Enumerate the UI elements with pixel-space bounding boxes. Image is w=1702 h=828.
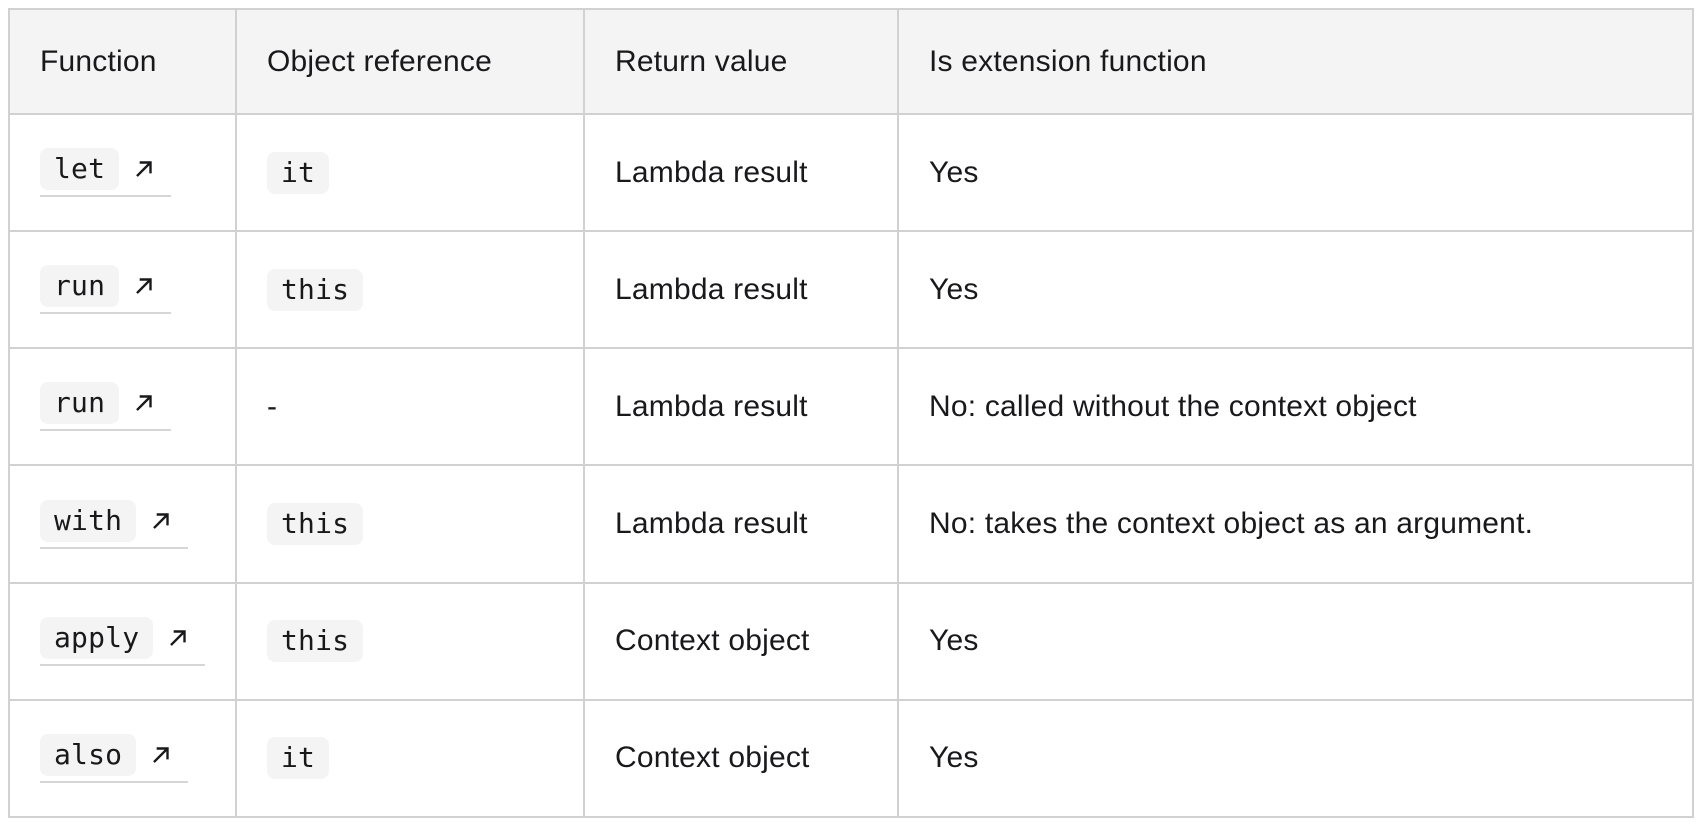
function-code-badge: run [40,382,120,425]
object-reference-dash: - [267,389,278,423]
external-link-arrow-icon [136,395,152,412]
object-reference-code-badge: this [267,503,364,546]
function-link-run[interactable]: run [40,382,172,432]
column-header-function: Function [8,8,237,115]
function-link-also[interactable]: also [40,733,189,783]
object-reference-code-badge: it [267,151,330,194]
is-extension-cell: Yes [897,230,1694,350]
table-row-run-no-context: run - Lambda result No: called without t… [8,347,1694,467]
function-link-let[interactable]: let [40,148,172,198]
return-value-cell: Context object [583,698,899,819]
return-value-text: Lambda result [615,507,808,541]
object-reference-cell: - [235,347,585,467]
function-link-run[interactable]: run [40,265,172,315]
return-value-cell: Lambda result [583,347,899,467]
is-extension-text: Yes [929,155,979,189]
table-row-apply: apply this Context object Yes [8,581,1694,701]
column-header-return-value: Return value [583,8,899,115]
object-reference-cell: it [235,112,585,233]
external-link-arrow-icon [136,161,152,177]
function-cell: let [8,112,237,233]
is-extension-cell: Yes [897,581,1694,701]
function-code-badge: apply [40,616,154,659]
return-value-cell: Context object [583,581,899,701]
table-row-run-this: run this Lambda result Yes [8,230,1694,350]
return-value-text: Lambda result [615,389,808,423]
function-code-badge: with [40,499,137,542]
object-reference-cell: it [235,698,585,819]
function-cell: also [8,698,237,819]
is-extension-cell: No: takes the context object as an argum… [897,464,1694,584]
function-code-badge: let [40,148,120,191]
external-link-arrow-icon [153,512,169,529]
return-value-cell: Lambda result [583,230,899,350]
return-value-text: Context object [615,741,810,775]
function-link-apply[interactable]: apply [40,616,206,666]
function-cell: apply [8,581,237,701]
is-extension-text: No: called without the context object [929,389,1417,423]
function-cell: run [8,230,237,350]
return-value-text: Lambda result [615,155,808,189]
external-link-arrow-icon [136,278,152,295]
column-header-is-extension-function: Is extension function [897,8,1694,115]
object-reference-code-badge: this [267,268,364,311]
return-value-cell: Lambda result [583,112,899,233]
is-extension-text: Yes [929,272,979,306]
is-extension-cell: No: called without the context object [897,347,1694,467]
external-link-arrow-icon [170,630,186,646]
external-link-arrow-icon [153,747,169,763]
is-extension-text: Yes [929,624,979,658]
is-extension-cell: Yes [897,112,1694,233]
is-extension-text: Yes [929,741,979,775]
function-cell: run [8,347,237,467]
return-value-cell: Lambda result [583,464,899,584]
function-code-badge: also [40,733,137,776]
object-reference-cell: this [235,581,585,701]
table-row-let: let it Lambda result Yes [8,112,1694,233]
is-extension-text: No: takes the context object as an argum… [929,507,1534,541]
function-link-with[interactable]: with [40,499,189,549]
is-extension-cell: Yes [897,698,1694,819]
scope-functions-table: Function Object reference Return value I… [8,8,1694,819]
object-reference-code-badge: it [267,737,330,780]
object-reference-code-badge: this [267,620,364,663]
table-row-also: also it Context object Yes [8,698,1694,819]
function-cell: with [8,464,237,584]
return-value-text: Context object [615,624,810,658]
table-row-with: with this Lambda result No: takes the co… [8,464,1694,584]
function-code-badge: run [40,265,120,308]
object-reference-cell: this [235,464,585,584]
return-value-text: Lambda result [615,272,808,306]
header-row: Function Object reference Return value I… [8,8,1694,115]
column-header-object-reference: Object reference [235,8,585,115]
object-reference-cell: this [235,230,585,350]
